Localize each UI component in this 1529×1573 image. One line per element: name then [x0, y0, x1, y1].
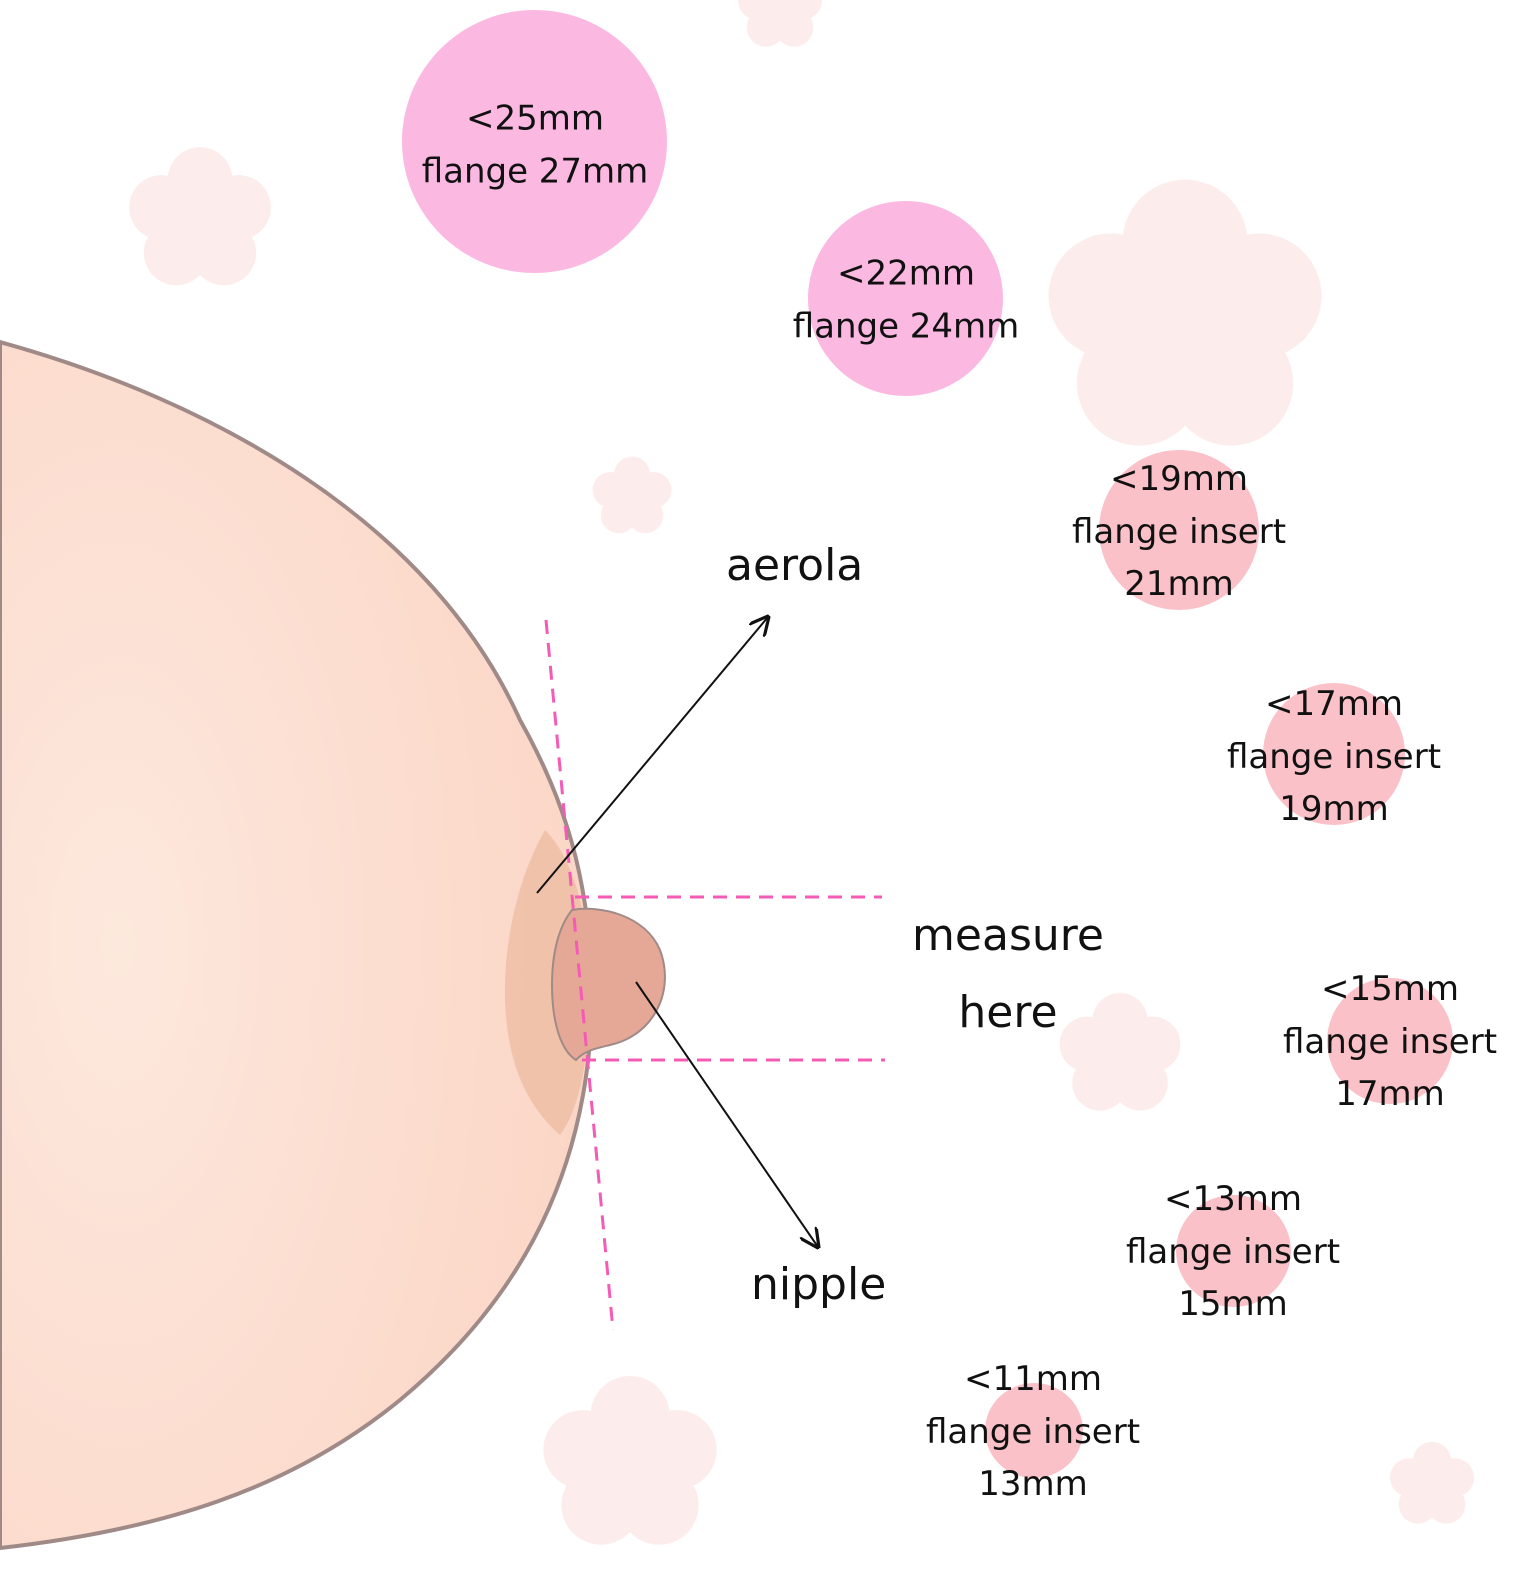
- arrow-icon: [537, 617, 768, 893]
- measure-line-2: here: [912, 974, 1104, 1051]
- size-label-19mm: <19mm flange insert 21mm: [1072, 453, 1286, 611]
- size-label-13mm: <13mm flange insert 15mm: [1126, 1173, 1340, 1331]
- size-threshold: <25mm: [422, 92, 649, 145]
- flange-type: flange insert: [926, 1406, 1140, 1459]
- flange-type: flange insert: [1227, 731, 1441, 784]
- size-threshold: <15mm: [1283, 963, 1497, 1016]
- flange-size: flange 27mm: [422, 145, 649, 198]
- flange-type: flange insert: [1283, 1016, 1497, 1069]
- cherry-blossom-icon: [1390, 1442, 1474, 1524]
- flange-type: flange insert: [1126, 1226, 1340, 1279]
- flange-size: 13mm: [926, 1458, 1140, 1511]
- cherry-blossom-icon: [129, 147, 271, 285]
- cherry-blossom-icon: [1049, 180, 1322, 446]
- breast-body: [0, 342, 592, 1548]
- cherry-blossom-icon: [593, 457, 672, 534]
- nipple-label: nipple: [751, 1246, 886, 1323]
- flange-size: flange 24mm: [793, 300, 1020, 353]
- arrow-icon: [636, 982, 818, 1247]
- size-label-22mm: <22mm flange 24mm: [793, 247, 1020, 352]
- cherry-blossom-icon: [543, 1376, 716, 1545]
- flange-size: 15mm: [1126, 1278, 1340, 1331]
- size-label-11mm: <11mm flange insert 13mm: [926, 1353, 1140, 1511]
- size-threshold: <19mm: [1072, 453, 1286, 506]
- size-label-15mm: <15mm flange insert 17mm: [1283, 963, 1497, 1121]
- cherry-blossom-icon: [738, 0, 822, 47]
- measure-here-label: measure here: [912, 897, 1104, 1051]
- size-threshold: <11mm: [926, 1353, 1140, 1406]
- flange-size: 17mm: [1283, 1068, 1497, 1121]
- aerola-label: aerola: [726, 527, 863, 604]
- measure-line-1: measure: [912, 897, 1104, 974]
- flange-type: flange insert: [1072, 506, 1286, 559]
- nipple-shape: [552, 909, 665, 1060]
- size-threshold: <17mm: [1227, 678, 1441, 731]
- size-label-17mm: <17mm flange insert 19mm: [1227, 678, 1441, 836]
- size-threshold: <22mm: [793, 247, 1020, 300]
- size-threshold: <13mm: [1126, 1173, 1340, 1226]
- size-label-25mm: <25mm flange 27mm: [422, 92, 649, 197]
- flange-size: 19mm: [1227, 783, 1441, 836]
- flange-size: 21mm: [1072, 558, 1286, 611]
